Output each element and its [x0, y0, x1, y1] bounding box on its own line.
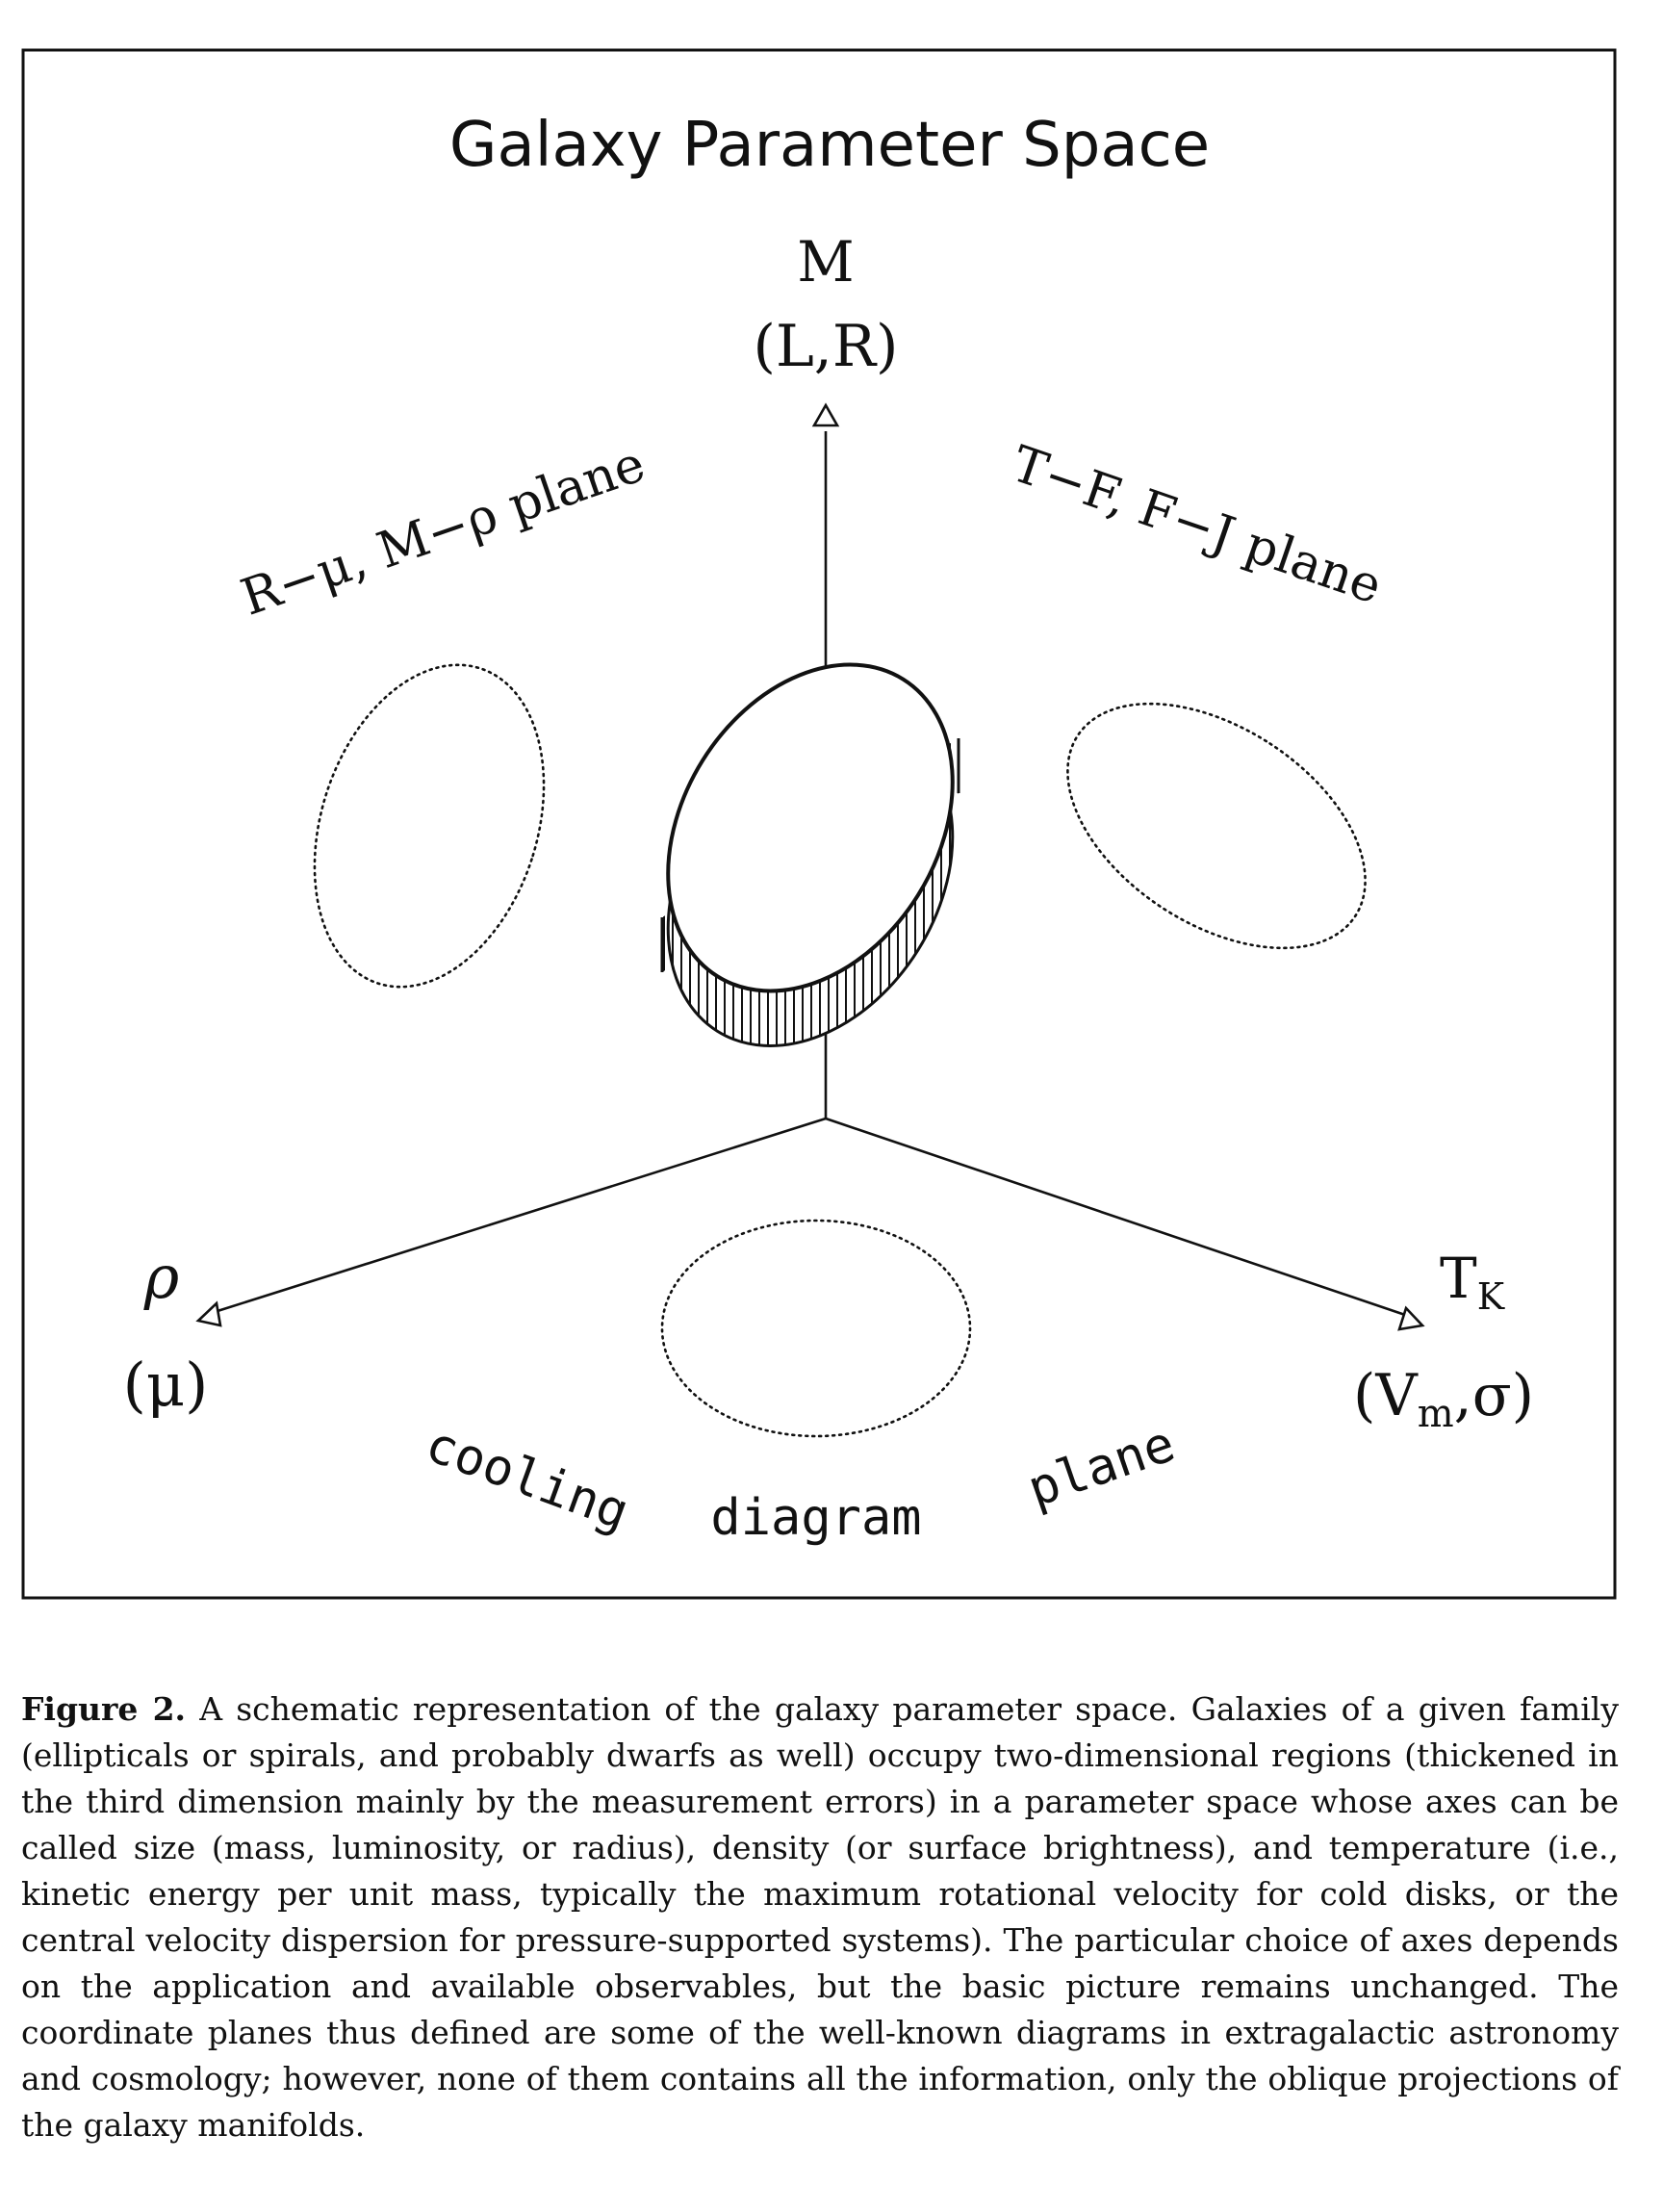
- right-plane-label: T−F, F−J plane: [1005, 435, 1389, 615]
- left-axis-sublabel: (μ): [123, 1350, 209, 1420]
- right-plane-projection: [1066, 702, 1367, 950]
- figure-caption: Figure 2. A schematic representation of …: [21, 1686, 1619, 2148]
- right-axis-sublabel-open: (V: [1353, 1362, 1419, 1429]
- right-axis-sublabel-index: m: [1418, 1392, 1454, 1436]
- vertical-axis-symbol: M: [797, 229, 854, 295]
- right-axis-arrowhead: [1397, 1305, 1425, 1331]
- figure-frame: [21, 48, 1617, 1600]
- bottom-plane-label-cooling: cooling: [419, 1415, 636, 1541]
- caption-figure-label: Figure 2.: [21, 1690, 187, 1728]
- bottom-plane-label-plane: plane: [1021, 1415, 1183, 1519]
- right-axis-symbol-main: T: [1440, 1246, 1477, 1311]
- right-axis-symbol-sub: K: [1477, 1275, 1505, 1318]
- left-axis-symbol: ρ: [143, 1242, 179, 1312]
- right-axis-symbol: TK: [1440, 1246, 1505, 1318]
- galaxy-parameter-space-diagram: Galaxy Parameter Space M (L,R) ρ (μ) TK …: [21, 48, 1617, 1600]
- vertical-axis-arrowhead: [811, 402, 840, 427]
- caption-text: A schematic representation of the galaxy…: [21, 1690, 1619, 2144]
- disk-top-face: [666, 662, 955, 993]
- right-axis-sublabel: (Vm,σ): [1353, 1362, 1534, 1436]
- right-axis-sublabel-close: ,σ): [1454, 1362, 1534, 1429]
- left-plane-label: R−μ, M−ρ plane: [234, 435, 652, 628]
- left-axis-arrowhead: [195, 1300, 222, 1327]
- right-axis-line: [825, 1117, 1406, 1317]
- left-plane-projection: [313, 663, 546, 989]
- diagram-title: Galaxy Parameter Space: [449, 110, 1210, 181]
- bottom-plane-projection: [660, 1219, 972, 1438]
- left-axis-line: [217, 1117, 827, 1313]
- vertical-axis-sublabel: (L,R): [754, 313, 899, 380]
- galaxy-manifold-disk: [660, 662, 960, 1059]
- bottom-plane-label-diagram: diagram: [710, 1489, 921, 1547]
